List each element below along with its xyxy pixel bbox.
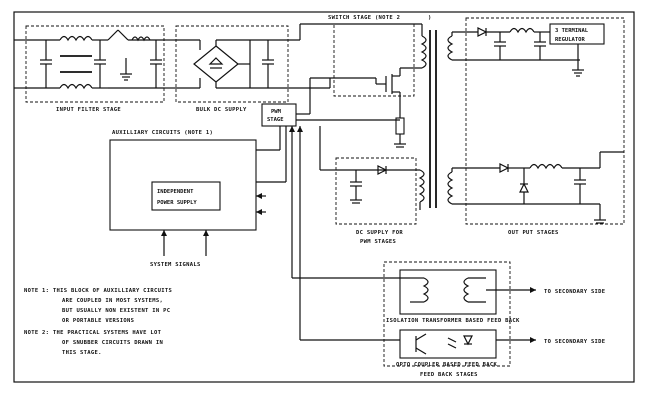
pwm-block [261,103,297,127]
auxiliary-label: AUXILLIARY CIRCUITS (NOTE 1) [112,130,213,136]
note-1-line-1: NOTE 1: THIS BLOCK OF AUXILLIARY CIRCUIT… [24,288,172,294]
notes-block: NOTE 1: THIS BLOCK OF AUXILLIARY CIRCUIT… [24,288,172,356]
pwm-label-1: PWM [271,109,282,115]
feedback-stages: TO SECONDARY SIDE ISOLATION TRANSFORMER … [289,126,605,378]
secondary-winding-2 [447,171,454,205]
note-2-line-2: OF SNUBBER CIRCUITS DRAWN IN [62,340,163,346]
terminal-regulator-label-1: 3 TERMINAL [555,28,589,34]
note-1-line-3: BUT USUALLY NON EXISTENT IN PC [62,308,170,314]
dc-supply-pwm-label-1: DC SUPPLY FOR [356,230,403,236]
opto-feedback-label: OPTO COUPLER BASED FEED BACK [396,362,498,368]
inductor-top-1 [59,35,93,42]
output-stages: 3 TERMINAL REGULATOR [447,17,625,236]
feedback-stages-boundary [383,261,511,367]
note-2-line-3: THIS STAGE. [62,350,102,356]
output-inductor-2 [529,163,563,170]
bulk-dc-boundary [175,25,289,103]
switch-stage: SWITCH STAGE (NOTE 2 ) [299,15,437,208]
system-signals-label: SYSTEM SIGNALS [150,262,201,268]
to-secondary-label-1: TO SECONDARY SIDE [544,289,605,295]
isolation-feedback-label: ISOLATION TRANSFORMER BASED FEED BACK [386,318,520,324]
dc-supply-pwm: DC SUPPLY FOR PWM STAGES [335,157,425,245]
input-filter-label: INPUT FILTER STAGE [56,107,121,113]
isolation-transformer-primary [422,277,429,303]
output-stages-boundary [465,17,625,225]
outer-frame [13,11,635,383]
inductor-bottom-1 [59,83,93,90]
terminal-regulator [549,23,605,45]
switch-stage-label: SWITCH STAGE (NOTE 2 [328,15,400,21]
bulk-dc-label: BULK DC SUPPLY [196,107,247,113]
isolation-feedback-box [399,269,497,315]
auxiliary-circuits: AUXILLIARY CIRCUITS (NOTE 1) INDEPENDENT… [109,126,287,268]
terminal-regulator-label-2: REGULATOR [555,37,585,43]
independent-label-2: POWER SUPPLY [157,200,197,206]
note-1-line-4: OR PORTABLE VERSIONS [62,318,134,324]
pwm-label-2: STAGE [267,117,284,123]
independent-power-supply [151,181,221,211]
note-2-line-1: NOTE 2: THE PRACTICAL SYSTEMS HAVE LOT [24,330,162,336]
secondary-winding-1 [447,35,454,61]
pwm-supply-diode [377,165,388,175]
input-filter-boundary [25,25,165,103]
output-stages-label: OUT PUT STAGES [508,230,559,236]
switch-stage-paren: ) [428,15,432,21]
feedback-stages-label: FEED BACK STAGES [420,372,478,378]
transformer-primary [420,35,427,69]
output-inductor-1 [509,27,535,34]
independent-label-1: INDEPENDENT [157,189,194,195]
dc-supply-pwm-label-2: PWM STAGES [360,239,396,245]
dc-supply-pwm-boundary [335,157,417,225]
pwm-supply-winding [418,169,425,203]
to-secondary-label-2: TO SECONDARY SIDE [544,339,605,345]
pwm-stage: PWM STAGE [261,77,400,171]
input-filter-stage: INPUT FILTER STAGE [14,25,165,113]
note-1-line-2: ARE COUPLED IN MOST SYSTEMS, [62,298,163,304]
bulk-dc-supply: BULK DC SUPPLY [164,25,330,113]
inductor-top-2 [131,36,151,42]
switch-stage-boundary [333,23,415,97]
isolation-transformer-secondary [463,277,470,303]
